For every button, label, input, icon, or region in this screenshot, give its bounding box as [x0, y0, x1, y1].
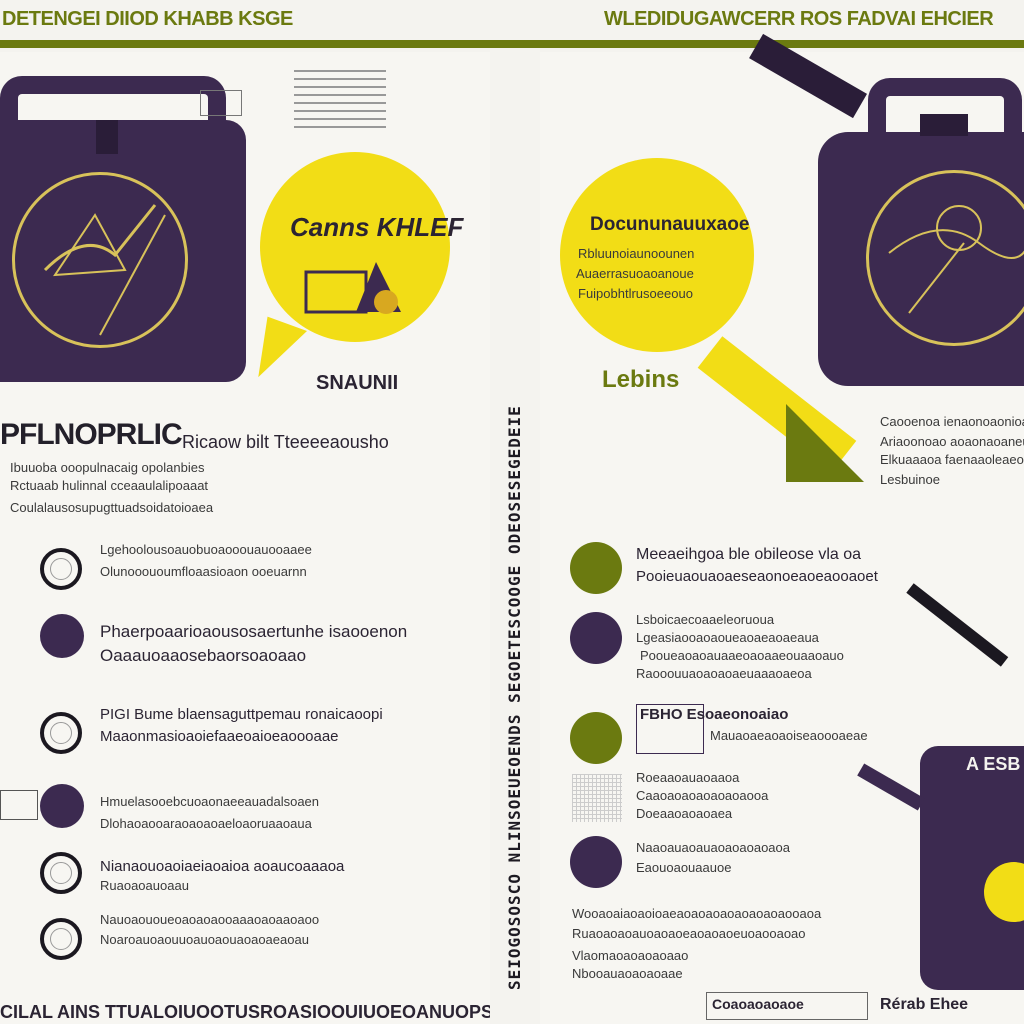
bubble-right-line-1: Docununauuxaoe — [590, 214, 750, 235]
right-item-5-line-2: Eaouoaouaauoe — [636, 860, 732, 875]
right-closing-line-1: Wooaoaiaoaoioaeaoaoaoaoaoaoaoaooaoa — [572, 906, 822, 921]
right-item-3-line-2: Mauaoaeaoaoiseaoooaeae — [710, 728, 868, 743]
right-closing-line-3: Vlaomaoaoaoaoaao — [572, 948, 689, 963]
ring-icon — [40, 852, 82, 894]
right-item-2-line-3: Pooueaoaoauaaeoaoaaeouaaoauo — [640, 648, 844, 663]
small-canister-spout — [857, 763, 925, 811]
olive-dot-icon — [570, 542, 622, 594]
left-corner-mark — [200, 90, 242, 116]
left-page: Canns KHLEF SNAUNII PFLNOPRLIC Ricaow bi… — [0, 52, 490, 1024]
callout-line-1: Caooenoa ienaonoaonioaol — [880, 414, 1024, 429]
right-item-4-line-1: Roeaaoauaoaaoa — [636, 770, 740, 785]
purple-dot-icon — [570, 836, 622, 888]
left-main-title: PFLNOPRLIC — [0, 418, 183, 451]
left-subtitle: Ricaow bilt Tteeeeaousho — [182, 432, 389, 452]
canister-cap — [96, 120, 118, 154]
left-intro-line-2: Rctuaab hulinnal cceaaulalipoaaat — [10, 478, 209, 493]
bubble-left-tail — [247, 316, 307, 388]
right-side-label: Lebins — [602, 366, 680, 393]
purple-dot-icon — [570, 612, 622, 664]
ring-icon — [40, 548, 82, 590]
small-canister-label: A ESB — [966, 754, 1021, 774]
left-item-1-line-1: Lgehoolousoauobuoaooouauooaaee — [100, 542, 312, 557]
left-top-note — [294, 70, 386, 134]
callout-line-4: Lesbuinoe — [880, 472, 940, 487]
ring-icon — [40, 712, 82, 754]
callout-line-3: Elkuaaaoa faenaaoleaeoaao — [880, 452, 1024, 467]
ring-icon — [40, 918, 82, 960]
bubble-right-line-3: Auaerrasuoaoanoue — [576, 266, 694, 281]
left-item-3-line-2: Maaonmasioaoiefaaeoaioeaoooaae — [100, 728, 339, 745]
right-footer-badge — [706, 992, 868, 1020]
right-page-header: WLEDIDUGAWCERR ROS FADVAI EHCIER — [604, 8, 994, 30]
left-item-6-line-2: Noaroauoaouuoauoaouaoaoaeaoau — [100, 932, 309, 947]
callout-line-2: Ariaoonoao aoaonaoaneunon — [880, 434, 1024, 449]
camping-gear-icon — [304, 262, 401, 314]
right-item-3-line-1: FBHO Esoaeonoaiao — [640, 706, 789, 723]
dot-icon — [40, 614, 84, 658]
grid-icon — [572, 774, 622, 822]
right-item-2-line-2: Lgeasiaooaoaoueaoaeaoaeaua — [636, 630, 819, 645]
speech-bubble-left: Canns KHLEF — [260, 152, 463, 342]
left-item-2-line-2: Oaaauoaaosebaorsoaoaao — [100, 646, 307, 665]
bubble-left-text: Canns KHLEF — [290, 212, 464, 242]
left-item-1-line-2: Olunooououmfloaasioaon ooeuarnn — [100, 564, 307, 579]
right-item-4-line-2: Caaoaoaoaoaoaoaooa — [636, 788, 769, 803]
left-footer: CILAL AINS TTUALOIUOOTUSROASIOOUIUOEOANU… — [0, 1002, 490, 1022]
right-item-1-line-1: Meeaeihgoa ble obileose vla oa — [636, 546, 862, 563]
lightbulb-icon — [984, 862, 1024, 922]
left-intro-line-3: Coulalausosupugttuadsoidatoioaea — [10, 500, 214, 515]
left-item-4-line-1: Hmuelasooebcuoaonaeeauadalsoaen — [100, 794, 320, 809]
right-footer-text: Rérab Ehee — [880, 996, 969, 1013]
right-item-2-line-1: Lsboicaecoaaeleoruoua — [636, 612, 775, 627]
under-bubble-label: SNAUNII — [316, 372, 399, 394]
moth-emblem-icon — [866, 170, 1024, 346]
canister-handle — [868, 78, 1022, 142]
top-banner — [0, 0, 1024, 48]
right-closing-line-4: Nbooauaoaoaoaae — [572, 966, 683, 981]
right-footer-badge-text: Coaoaoaoaoe — [712, 996, 804, 1012]
left-item-4-line-2: Dlohaoaooaraoaoaoaeloaoruaaoaua — [100, 816, 312, 831]
right-item-1-line-2: Pooieuaouaoaeseaonoeaoeaooaoet — [636, 568, 878, 585]
left-intro-line-1: Ibuuoba ooopulnacaig opolanbies — [10, 460, 205, 475]
left-side-tag — [0, 790, 38, 820]
dot-icon — [40, 784, 84, 828]
left-item-5-line-1: Nianaouoaoiaeiaoaioa aoaucoaaaoa — [100, 858, 345, 875]
left-item-3-line-1: PIGI Bume blaensaguttpemau ronaicaoopi — [100, 706, 383, 723]
right-item-4-line-3: Doeaaoaoaoaea — [636, 806, 733, 821]
right-closing-line-2: Ruaoaoaoauoaoaoeaoaoaoeuoaooaoao — [572, 926, 806, 941]
cone-emblem-icon — [12, 172, 188, 348]
small-spout — [906, 583, 1009, 667]
right-item-3-badge — [636, 704, 704, 754]
top-banner-inner — [0, 0, 1024, 40]
right-item-2-line-4: Raooouuaoaoaoaeuaaaoaeoa — [636, 666, 812, 681]
speech-bubble-right: Docununauuxaoe Rbluunoiaunoounen Auaerra… — [560, 158, 754, 352]
right-page: Docununauuxaoe Rbluunoiaunoounen Auaerra… — [540, 33, 1024, 1024]
left-item-6-line-1: Nauoaououeoaoaoaooaaaoaoaaoaoo — [100, 912, 320, 927]
olive-arrow-shape — [786, 404, 864, 482]
left-page-header: DETENGEI DIIOD KHABB KSGE — [2, 8, 293, 30]
left-item-5-line-2: Ruaoaoauoaau — [100, 878, 189, 893]
olive-dot-icon — [570, 712, 622, 764]
book-spine-text: SEIOGOSOSCO NLINSOEUEOENDS SEGOETESCOOGE… — [505, 405, 524, 990]
left-item-2-line-1: Phaerpoaarioaousosaertunhe isaooenon — [100, 622, 408, 641]
bubble-right-line-4: Fuipobhtlrusoeeouo — [578, 286, 693, 301]
right-item-5-line-1: Naaoauaoauaoaoaoaoaoa — [636, 840, 790, 855]
bubble-right-line-2: Rbluunoiaunoounen — [578, 246, 695, 261]
canister-cap — [920, 114, 968, 136]
